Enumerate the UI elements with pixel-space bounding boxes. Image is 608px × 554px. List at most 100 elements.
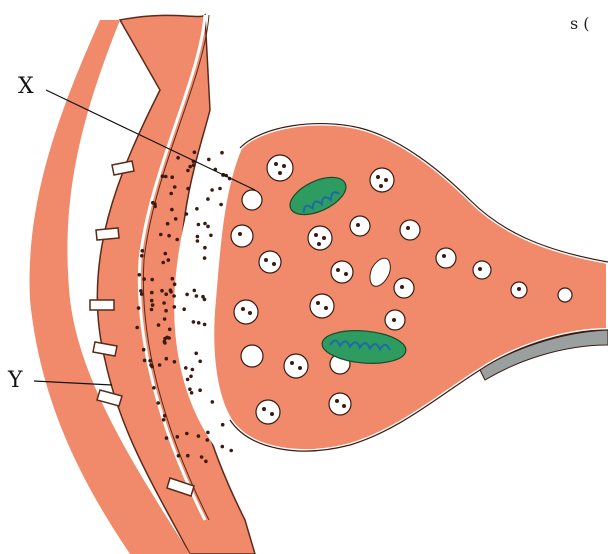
vesicle-icon <box>242 190 262 210</box>
vesicle-icon <box>370 168 394 192</box>
neurotransmitter-dot <box>169 288 173 292</box>
vesicle-dot <box>517 287 521 291</box>
neurotransmitter-dot <box>192 163 196 167</box>
neurotransmitter-dot <box>194 352 198 356</box>
vesicle-dot <box>324 306 328 310</box>
neurotransmitter-dot <box>166 222 170 226</box>
neurotransmitter-dot <box>177 454 181 458</box>
vesicle-icon <box>558 288 572 302</box>
neurotransmitter-dot <box>197 223 201 227</box>
vesicle-dot <box>314 233 318 237</box>
neurotransmitter-dot <box>163 340 167 344</box>
neurotransmitter-dot <box>206 197 210 201</box>
neurotransmitter-dot <box>164 175 168 179</box>
neurotransmitter-dot <box>173 305 177 309</box>
neurotransmitter-dot <box>193 289 197 293</box>
vesicle-dot <box>442 254 446 258</box>
neurotransmitter-dot <box>159 233 163 237</box>
neurotransmitter-dot <box>158 363 162 367</box>
neurotransmitter-dot <box>165 436 169 440</box>
neurotransmitter-dot <box>203 323 207 327</box>
vesicle-dot <box>316 301 320 305</box>
vesicle-icon <box>267 155 293 181</box>
neurotransmitter-dot <box>188 387 192 391</box>
neurotransmitter-dot <box>167 258 171 262</box>
neurotransmitter-dot <box>206 438 210 442</box>
neurotransmitter-dot <box>184 366 188 370</box>
neurotransmitter-dot <box>141 249 145 253</box>
neurotransmitter-dot <box>161 174 165 178</box>
neurotransmitter-dot <box>173 282 177 286</box>
vesicle-icon <box>350 216 370 236</box>
neurotransmitter-dot <box>211 400 215 404</box>
vesicle-dot <box>384 178 388 182</box>
vesicle-dot <box>336 268 340 272</box>
neurotransmitter-dot <box>221 423 225 427</box>
neurotransmitter-dot <box>196 239 200 243</box>
neurotransmitter-dot <box>193 150 197 154</box>
neurotransmitter-dot <box>173 185 177 189</box>
neurotransmitter-dot <box>189 375 193 379</box>
neurotransmitter-dot <box>167 336 171 340</box>
vesicle-dot <box>400 285 404 289</box>
neurotransmitter-dot <box>219 203 223 207</box>
neurotransmitter-dot <box>143 359 147 363</box>
vesicle-icon <box>331 261 353 283</box>
neurotransmitter-dot <box>186 169 190 173</box>
neurotransmitter-dot <box>176 156 180 160</box>
neurotransmitter-dot <box>207 158 211 162</box>
vesicle-icon <box>259 251 281 273</box>
neurotransmitter-dot <box>206 431 210 435</box>
neurotransmitter-dot <box>203 222 207 226</box>
vesicle-dot <box>406 226 410 230</box>
neurotransmitter-dot <box>195 294 199 298</box>
neurotransmitter-dot <box>162 301 166 305</box>
vesicle-dot <box>342 404 346 408</box>
vesicle-dot <box>376 175 380 179</box>
vesicle-dot <box>356 223 360 227</box>
neurotransmitter-dot <box>139 289 143 293</box>
neurotransmitter-dot <box>174 217 178 221</box>
vesicle-dot <box>270 412 274 416</box>
vesicle-dot <box>290 361 294 365</box>
corner-text-fragment: s ( <box>570 14 590 33</box>
neurotransmitter-dot <box>209 234 213 238</box>
neurotransmitter-dot <box>200 455 204 459</box>
neurotransmitter-dot <box>150 308 154 312</box>
neurotransmitter-dot <box>160 289 164 293</box>
neurotransmitter-dot <box>150 278 154 282</box>
neurotransmitter-dot <box>176 435 180 439</box>
neurotransmitter-dot <box>182 307 186 311</box>
neurotransmitter-dot <box>197 434 201 438</box>
vesicle-dot <box>278 171 282 175</box>
vesicle-dot <box>298 366 302 370</box>
neurotransmitter-dot <box>150 291 154 295</box>
vesicle-dot <box>322 236 326 240</box>
neurotransmitter-dot <box>198 388 202 392</box>
vesicle-icon <box>400 220 420 240</box>
neurotransmitter-dot <box>203 246 207 250</box>
neurotransmitter-dot <box>164 252 168 256</box>
neurotransmitter-dot <box>221 445 225 449</box>
neurotransmitter-dot <box>210 188 214 192</box>
vesicle-dot <box>282 164 286 168</box>
neurotransmitter-dot <box>162 418 166 422</box>
neurotransmitter-dot <box>172 294 176 298</box>
neurotransmitter-dot <box>190 391 194 395</box>
receptor-notch <box>90 300 114 310</box>
neurotransmitter-dot <box>169 192 173 196</box>
vesicle-icon <box>241 345 263 367</box>
vesicle-dot <box>264 258 268 262</box>
neurotransmitter-dot <box>168 328 172 332</box>
vesicle-dot <box>262 407 266 411</box>
vesicle-dot <box>392 318 396 322</box>
neurotransmitter-dot <box>197 321 201 325</box>
vesicle-dot <box>335 399 339 403</box>
vesicle-dot <box>379 184 383 188</box>
neurotransmitter-dot <box>196 235 200 239</box>
neurotransmitter-dot <box>152 386 156 390</box>
neurotransmitter-dot <box>203 298 207 302</box>
vesicle-icon <box>256 400 280 424</box>
neurotransmitter-dot <box>165 357 169 361</box>
